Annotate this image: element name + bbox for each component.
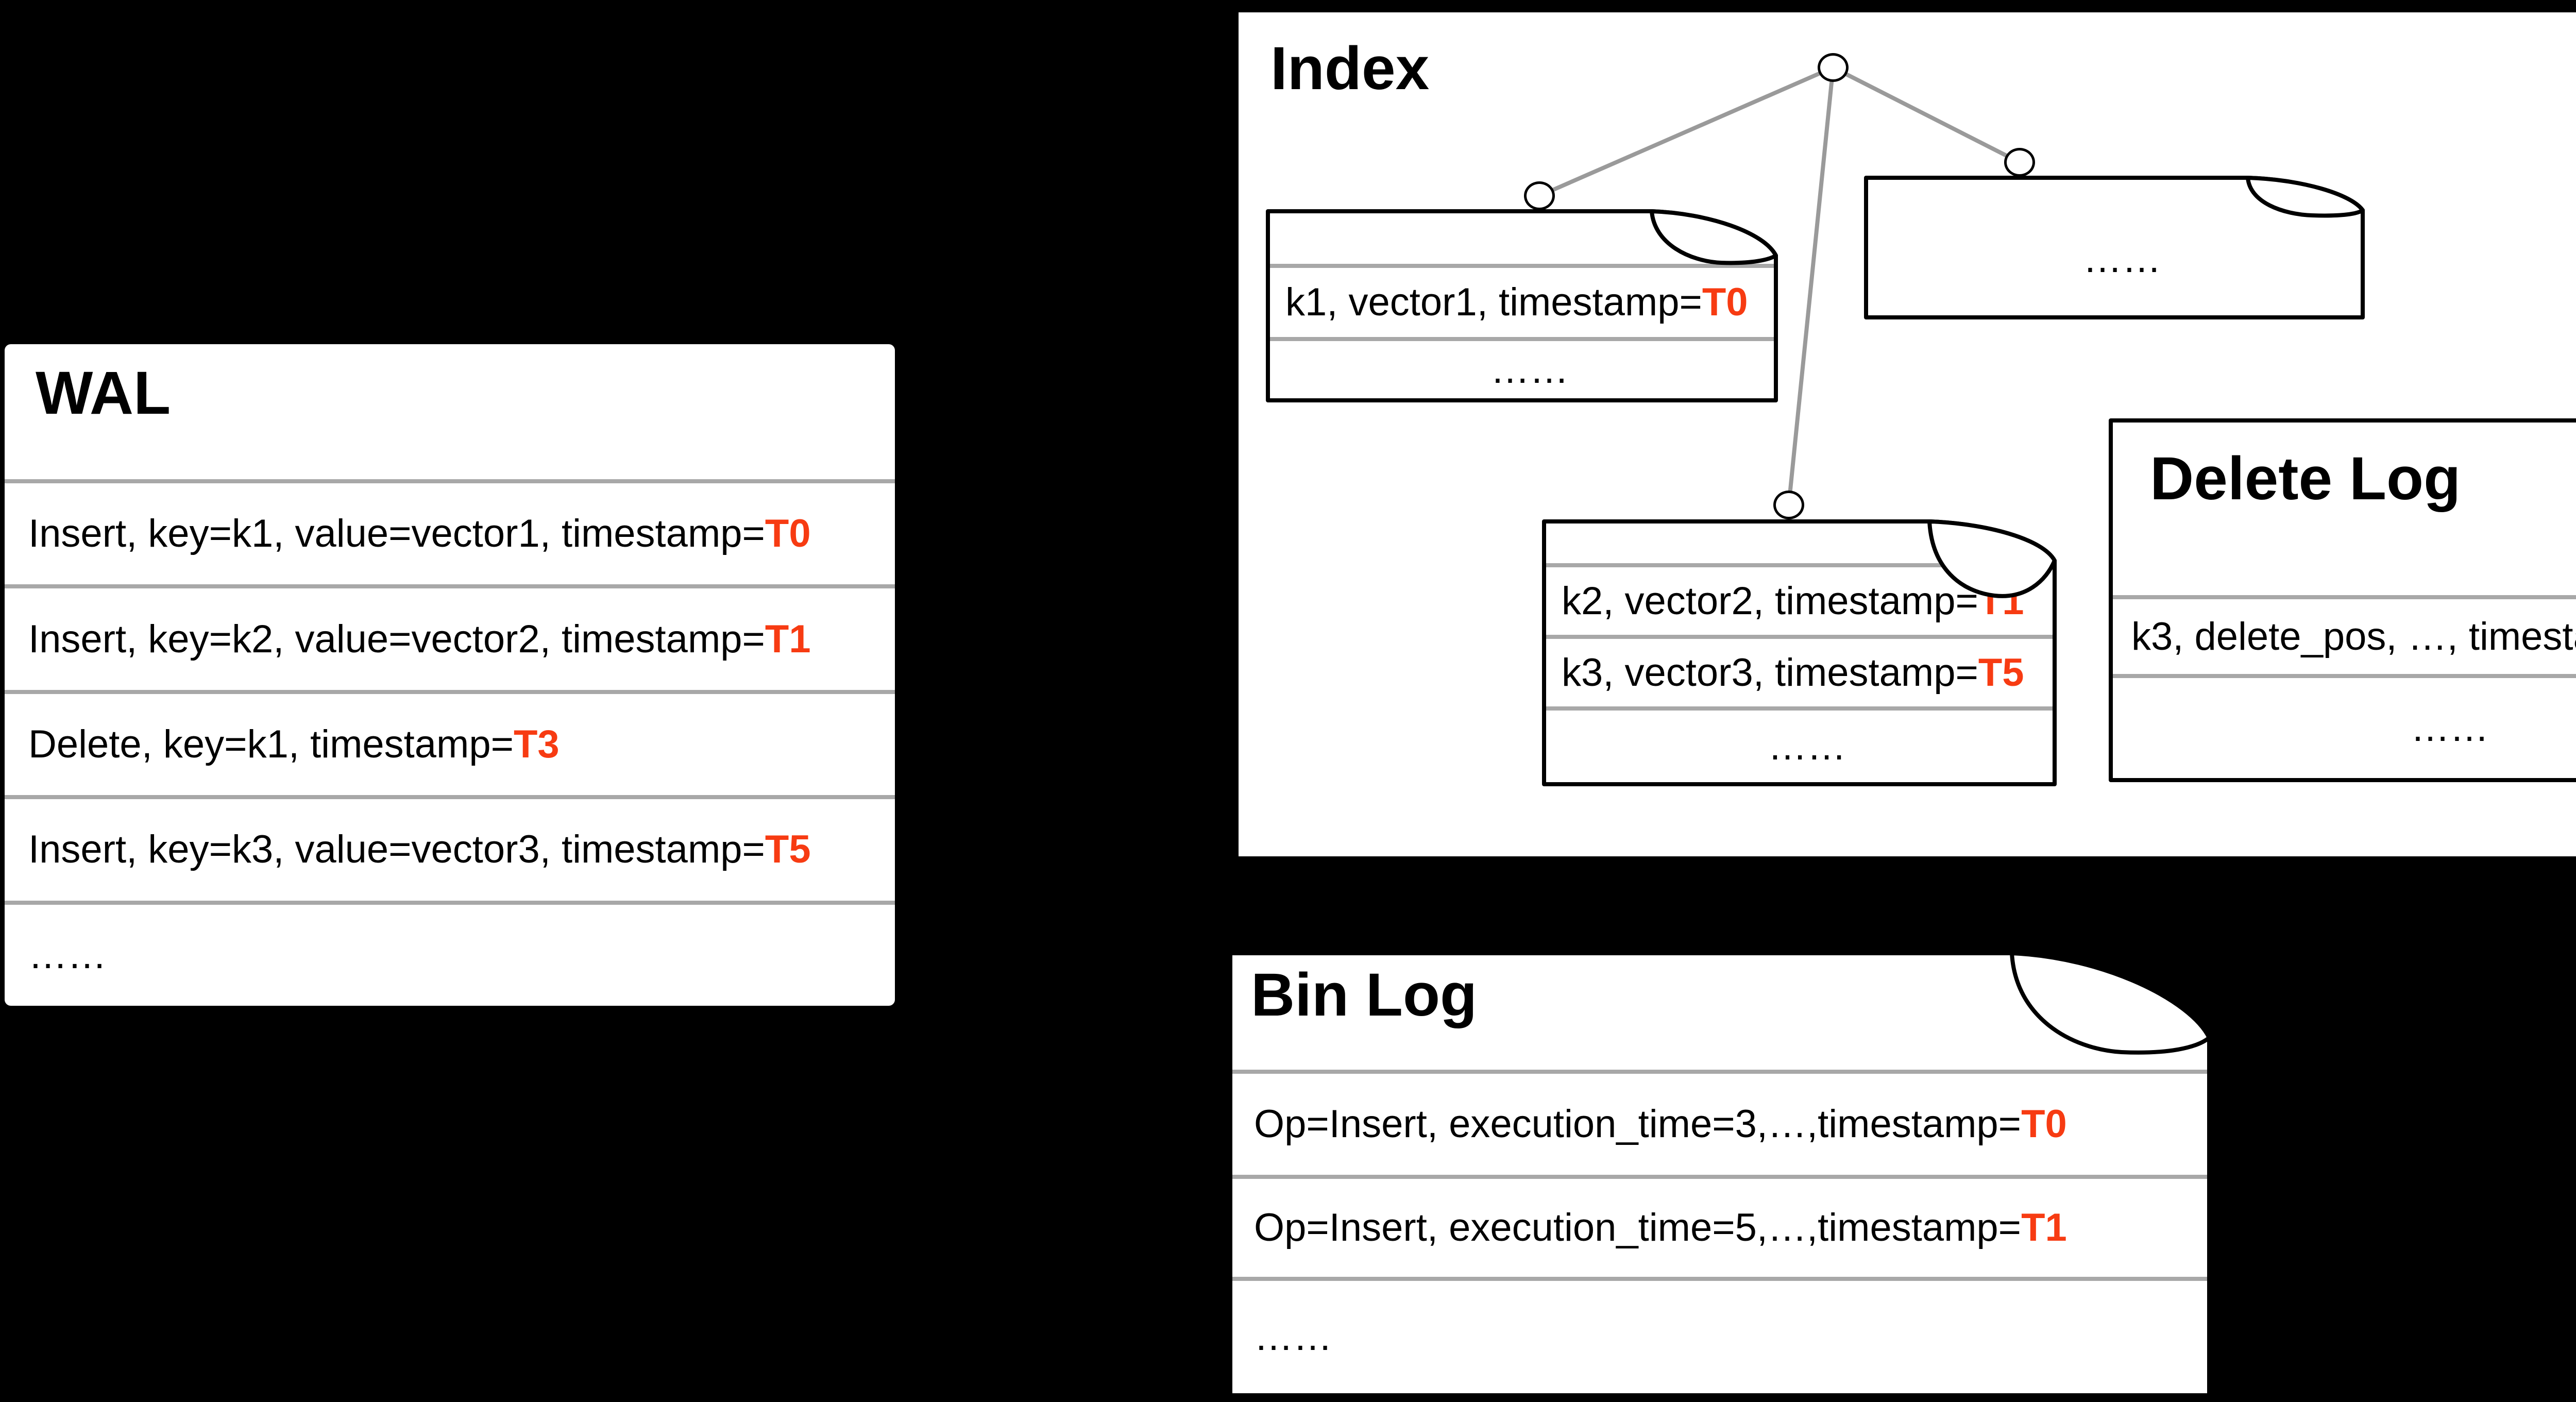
- wal-row-insert-k3: Insert, key=k3, value=vector3, timestamp…: [5, 799, 895, 900]
- segment-row-k3: k3, vector3, timestamp=T5: [1546, 639, 2053, 706]
- wal-row-text: Insert, key=k1, value=vector1, timestamp…: [28, 512, 765, 556]
- bin-log-title: Bin Log: [1251, 961, 1478, 1029]
- wal-row-text: Delete, key=k1, timestamp=: [28, 722, 514, 767]
- folded-corner-icon: [2010, 951, 2211, 1055]
- segment-row-text: k1, vector1, timestamp=: [1285, 280, 1702, 324]
- timestamp-value: T0: [765, 512, 811, 556]
- timestamp-value: T1: [2021, 1206, 2067, 1249]
- bin-log-row-text: Op=Insert, execution_time=5,…,timestamp=: [1254, 1206, 2022, 1249]
- tree-node-root: [1818, 53, 1849, 82]
- segment-row-ellipsis: ……: [1546, 711, 2053, 782]
- tree-node-middle: [1773, 491, 1804, 519]
- row-divider: [2113, 595, 2576, 599]
- delete-log-row-k3: k3, delete_pos, …, timestamp=T3: [2113, 599, 2576, 674]
- bin-log-row-2: Op=Insert, execution_time=5,…,timestamp=…: [1232, 1179, 2207, 1277]
- row-divider: [1546, 563, 2053, 567]
- segment-row-ellipsis: ……: [1270, 341, 1774, 398]
- wal-row-text: ……: [28, 933, 107, 977]
- delete-log-row-text: ……: [2411, 706, 2489, 750]
- row-divider: [1232, 1070, 2207, 1074]
- timestamp-value: T5: [765, 827, 811, 872]
- timestamp-value: T0: [1702, 280, 1748, 324]
- timestamp-value: T1: [765, 617, 811, 661]
- folded-corner-icon: [1927, 519, 2057, 598]
- row-divider: [5, 900, 895, 905]
- row-divider: [5, 795, 895, 800]
- index-segment-doc-k1: k1, vector1, timestamp=T0 ……: [1266, 209, 1778, 402]
- segment-row-text: ……: [2083, 237, 2161, 281]
- bin-log-row-text: ……: [1254, 1315, 1332, 1359]
- delete-log-row-ellipsis: ……: [2113, 678, 2576, 778]
- timestamp-value: T0: [2021, 1102, 2067, 1146]
- segment-row-text: ……: [1768, 724, 1846, 768]
- segment-row-text: ……: [1490, 347, 1569, 392]
- timestamp-value: T5: [1978, 650, 2024, 695]
- index-title: Index: [1270, 35, 1430, 103]
- wal-row-insert-k1: Insert, key=k1, value=vector1, timestamp…: [5, 483, 895, 584]
- row-divider: [1232, 1277, 2207, 1281]
- segment-row-text: k2, vector2, timestamp=: [1562, 579, 1978, 623]
- index-segment-doc-more: ……: [1864, 176, 2365, 319]
- row-divider: [5, 689, 895, 694]
- segment-row-ellipsis: ……: [1868, 180, 2361, 315]
- row-divider: [5, 584, 895, 589]
- wal-row-text: Insert, key=k3, value=vector3, timestamp…: [28, 827, 765, 872]
- timestamp-value: T3: [513, 722, 560, 767]
- wal-box: WAL Insert, key=k1, value=vector1, times…: [5, 344, 895, 1006]
- page-outline: [2109, 418, 2576, 782]
- row-divider: [1270, 264, 1774, 268]
- wal-row-insert-k2: Insert, key=k2, value=vector2, timestamp…: [5, 588, 895, 689]
- wal-title: WAL: [36, 359, 171, 427]
- row-divider: [1546, 635, 2053, 639]
- row-divider: [1270, 337, 1774, 341]
- folded-corner-icon: [2246, 176, 2365, 218]
- segment-row-k1: k1, vector1, timestamp=T0: [1270, 268, 1774, 337]
- folded-corner-icon: [1650, 209, 1778, 265]
- tree-node-left: [1524, 181, 1555, 210]
- bin-log-row-1: Op=Insert, execution_time=3,…,timestamp=…: [1232, 1074, 2207, 1175]
- delete-log-box: Delete Log k3, delete_pos, …, timestamp=…: [2109, 418, 2576, 782]
- segment-row-text: k3, vector3, timestamp=: [1562, 650, 1978, 695]
- wal-row-text: Insert, key=k2, value=vector2, timestamp…: [28, 617, 765, 661]
- wal-row-ellipsis: ……: [5, 905, 895, 1006]
- row-divider: [2113, 674, 2576, 678]
- delete-log-row-text: k3, delete_pos, …, timestamp=: [2131, 614, 2576, 658]
- row-divider: [1232, 1175, 2207, 1179]
- tree-node-right: [2004, 148, 2035, 177]
- row-divider: [5, 479, 895, 483]
- bin-log-box: Bin Log Op=Insert, execution_time=3,…,ti…: [1228, 951, 2211, 1397]
- bin-log-row-text: Op=Insert, execution_time=3,…,timestamp=: [1254, 1102, 2022, 1146]
- row-divider: [1546, 706, 2053, 711]
- wal-row-delete-k1: Delete, key=k1, timestamp=T3: [5, 694, 895, 795]
- bin-log-row-ellipsis: ……: [1232, 1281, 2207, 1393]
- index-segment-doc-k2-k3: k2, vector2, timestamp=T1 k3, vector3, t…: [1542, 519, 2057, 786]
- delete-log-title: Delete Log: [2150, 445, 2461, 513]
